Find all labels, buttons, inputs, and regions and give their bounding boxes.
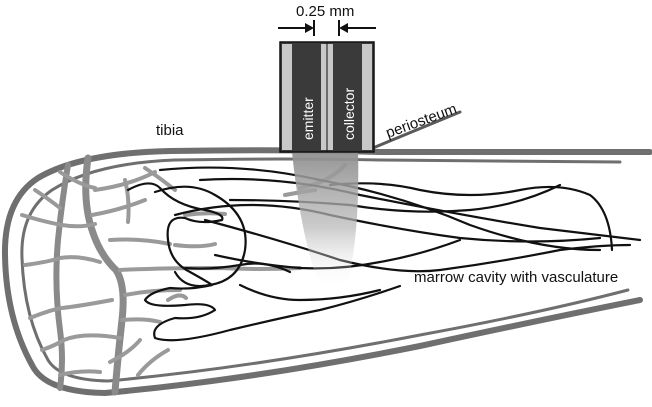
vessel — [20, 213, 97, 229]
vessel — [108, 338, 142, 364]
vessel-black — [328, 182, 614, 252]
vessel-black — [228, 183, 562, 213]
vessel-left-trunk — [53, 162, 71, 391]
vessel — [173, 242, 217, 249]
vessel — [28, 298, 114, 320]
vessel-black — [153, 185, 247, 288]
dimension-arrowhead-right — [339, 23, 348, 33]
dimension-arrowhead-left — [305, 23, 314, 33]
vessel — [40, 333, 122, 352]
vessel-black — [238, 283, 382, 302]
vessel — [120, 317, 162, 324]
probe-cladding-right — [362, 44, 372, 150]
vessel — [23, 255, 102, 267]
collector-label: collector — [341, 88, 357, 140]
vessel — [123, 178, 131, 224]
dimension-marker — [278, 20, 376, 36]
vessel — [33, 188, 62, 210]
tibia-label: tibia — [156, 122, 184, 139]
vessel-black — [173, 203, 602, 243]
vessel — [166, 293, 188, 302]
vessel-black — [183, 262, 292, 274]
vessel-main-trunk — [82, 154, 127, 396]
vessel-black — [126, 182, 402, 342]
vessel — [108, 237, 172, 246]
vessel — [58, 369, 102, 377]
bone-outer-wall — [1, 147, 652, 396]
vessel-black — [203, 218, 632, 273]
vessel-black — [158, 166, 602, 252]
bone-outline — [1, 147, 652, 396]
vessel-black — [198, 177, 642, 242]
dimension-label: 0.25 mm — [296, 3, 354, 20]
optical-probe: emitter collector — [279, 41, 375, 153]
vessel — [123, 288, 182, 297]
vessel — [58, 170, 97, 190]
periosteum-label: periosteum — [384, 100, 460, 141]
vessel — [183, 211, 227, 217]
probe-cladding-left — [282, 44, 292, 150]
periosteum-leader — [366, 110, 462, 152]
marrow-label: marrow cavity with vasculature — [414, 269, 618, 286]
light-cone — [292, 152, 359, 290]
bone-inner-wall — [20, 157, 630, 383]
emitter-label: emitter — [300, 97, 316, 140]
vessel — [90, 198, 147, 217]
vessel — [136, 348, 170, 377]
